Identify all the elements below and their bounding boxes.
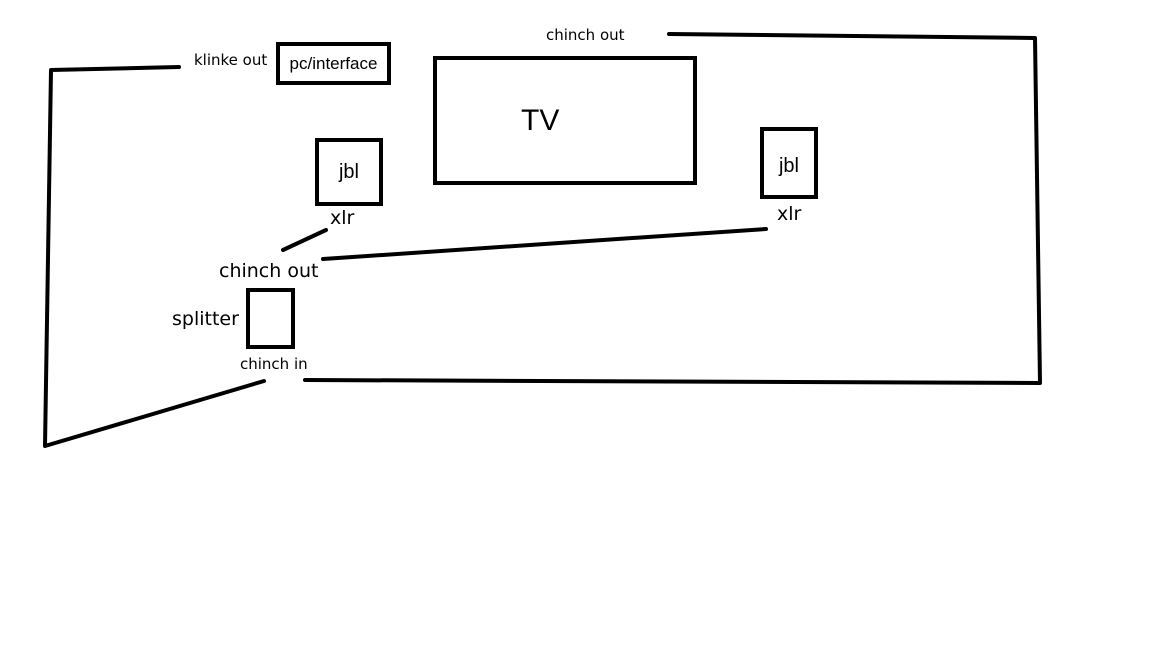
wire-splitter-to-right-xlr: [321, 227, 768, 261]
splitter-box: [246, 288, 295, 349]
jbl-right-label: jbl: [778, 155, 799, 177]
wire-chinch-out-to-chinch-in: [303, 32, 1042, 385]
xlr-left-label: xlr: [330, 207, 355, 229]
pc-interface-label: pc/interface: [289, 53, 378, 73]
tv-label: TV: [521, 103, 560, 137]
wire-klinke-out-to-splitter: [43, 65, 266, 448]
jbl-left-label: jbl: [338, 160, 359, 183]
jbl-left-speaker-box: jbl: [315, 138, 383, 206]
jbl-right-speaker-box: jbl: [760, 127, 818, 199]
klinke-out-label: klinke out: [194, 51, 268, 69]
tv-box: TV: [433, 56, 697, 185]
chinch-out-splitter-label: chinch out: [219, 260, 319, 282]
chinch-out-top-label: chinch out: [546, 26, 625, 44]
pc-interface-box: pc/interface: [276, 42, 391, 85]
wire-splitter-to-left-xlr: [281, 228, 328, 252]
xlr-right-label: xlr: [777, 203, 802, 225]
chinch-in-label: chinch in: [240, 355, 308, 373]
splitter-label: splitter: [172, 308, 239, 330]
